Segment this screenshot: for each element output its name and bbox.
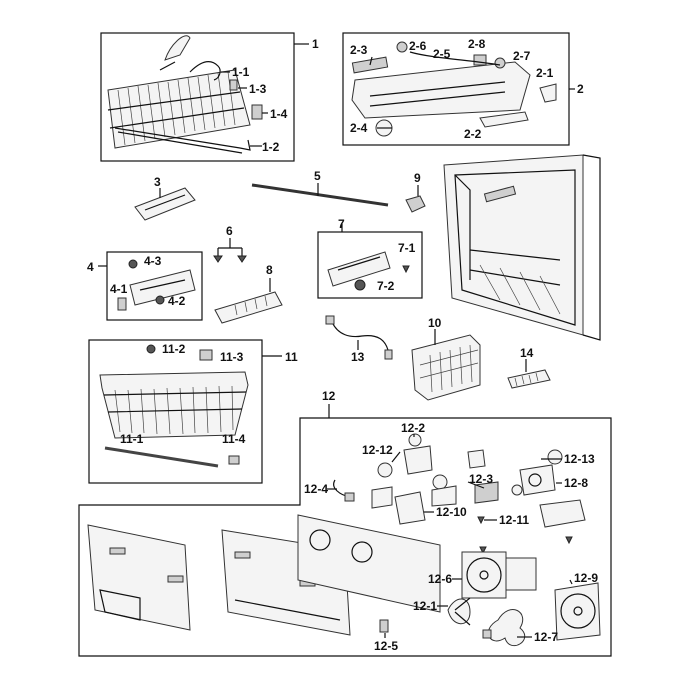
label-11-1: 11-1 bbox=[120, 432, 144, 446]
label-2-2: 2-2 bbox=[464, 127, 482, 141]
label-6: 6 bbox=[226, 224, 233, 238]
group-12-module: 12 bbox=[78, 389, 612, 657]
label-2-7: 2-7 bbox=[513, 49, 531, 63]
group-11-frame bbox=[88, 339, 263, 484]
label-12-10: 12-10 bbox=[436, 505, 467, 519]
label-12-9: 12-9 bbox=[574, 571, 598, 585]
label-7: 7 bbox=[338, 217, 345, 231]
group-4: 4 4-3 4-1 4-2 bbox=[87, 251, 203, 321]
label-9: 9 bbox=[414, 171, 421, 185]
label-3: 3 bbox=[154, 175, 161, 189]
label-5: 5 bbox=[314, 169, 321, 183]
group-4-frame bbox=[106, 251, 203, 321]
drawer-part bbox=[351, 61, 531, 119]
cap-part bbox=[396, 41, 408, 53]
part-6-screws: 6 bbox=[213, 224, 247, 263]
label-2-1: 2-1 bbox=[536, 66, 554, 80]
label-12-1: 12-1 bbox=[413, 599, 437, 613]
defrost-heater bbox=[114, 127, 251, 151]
label-12-7: 12-7 bbox=[534, 630, 558, 644]
group-11-basket: 11 11-2 11-3 11-1 11-4 bbox=[88, 339, 298, 484]
label-12-2: 12-2 bbox=[401, 421, 425, 435]
part-8-cover: 8 bbox=[214, 263, 283, 324]
label-8: 8 bbox=[266, 263, 273, 277]
fan-12-9 bbox=[554, 582, 601, 641]
label-2-8: 2-8 bbox=[468, 37, 486, 51]
slide-part bbox=[479, 111, 529, 128]
panel-back bbox=[297, 514, 441, 613]
label-1-3: 1-3 bbox=[249, 82, 267, 96]
fuse-part bbox=[251, 104, 263, 120]
label-7-2: 7-2 bbox=[377, 279, 395, 293]
group-1-frame bbox=[100, 32, 295, 162]
tube-part bbox=[164, 35, 191, 61]
clip-part bbox=[229, 79, 238, 91]
label-12-3: 12-3 bbox=[469, 472, 493, 486]
label-12-6: 12-6 bbox=[428, 572, 452, 586]
label-12-4: 12-4 bbox=[304, 482, 328, 496]
label-4: 4 bbox=[87, 260, 94, 274]
comp-12-13 bbox=[547, 449, 563, 465]
part-5-rod: 5 bbox=[251, 169, 389, 207]
bracket-part bbox=[539, 83, 557, 103]
label-2-5: 2-5 bbox=[433, 47, 451, 61]
evaporator-coil bbox=[107, 69, 251, 149]
comp-12-3-block bbox=[467, 449, 486, 469]
fan-blade-12-7 bbox=[487, 609, 526, 647]
label-2-6: 2-6 bbox=[409, 39, 427, 53]
refrigerator-cabinet bbox=[443, 154, 601, 341]
label-1-4: 1-4 bbox=[270, 107, 288, 121]
comp-12-12 bbox=[377, 462, 393, 478]
label-12: 12 bbox=[322, 389, 336, 403]
comp-12-2 bbox=[408, 433, 422, 447]
label-1-2: 1-2 bbox=[262, 140, 280, 154]
label-14: 14 bbox=[520, 346, 534, 360]
sensor-wire bbox=[189, 61, 221, 81]
label-1: 1 bbox=[312, 37, 319, 51]
label-12-5: 12-5 bbox=[374, 639, 398, 653]
part-3-bracket: 3 bbox=[134, 175, 196, 221]
comp-motor bbox=[403, 445, 433, 475]
part-9-clip: 9 bbox=[405, 171, 426, 213]
label-10: 10 bbox=[428, 316, 442, 330]
group-7: 7 7-1 7-2 bbox=[317, 217, 423, 299]
group-1-evaporator: 1 1-1 1-3 1-4 1-2 bbox=[100, 32, 319, 162]
part-10-fan-cover: 10 bbox=[411, 316, 481, 401]
label-4-1: 4-1 bbox=[110, 282, 128, 296]
fan-blade-12-1 bbox=[447, 598, 471, 625]
label-2-4: 2-4 bbox=[350, 121, 368, 135]
label-12-8: 12-8 bbox=[564, 476, 588, 490]
comp-12-5 bbox=[379, 619, 389, 633]
label-11: 11 bbox=[285, 350, 298, 364]
comp-12-8 bbox=[519, 464, 556, 496]
label-2-3: 2-3 bbox=[350, 43, 368, 57]
comp-12-10 bbox=[394, 491, 426, 525]
label-1-1: 1-1 bbox=[232, 65, 250, 79]
label-12-11: 12-11 bbox=[499, 513, 529, 527]
label-2: 2 bbox=[577, 82, 584, 96]
group-7-frame bbox=[317, 231, 423, 299]
label-12-13: 12-13 bbox=[564, 452, 595, 466]
clip-part-2 bbox=[473, 54, 487, 66]
label-12-12: 12-12 bbox=[362, 443, 393, 457]
part-13-harness: 13 bbox=[325, 315, 393, 364]
label-11-4: 11-4 bbox=[222, 432, 246, 446]
label-11-3: 11-3 bbox=[220, 350, 244, 364]
label-7-1: 7-1 bbox=[398, 241, 416, 255]
group-2-drawer: 2 2-1 2-2 2-3 2-4 2-5 2-6 2-7 2-8 bbox=[342, 32, 584, 146]
label-4-2: 4-2 bbox=[168, 294, 186, 308]
label-4-3: 4-3 bbox=[144, 254, 162, 268]
label-13: 13 bbox=[351, 350, 365, 364]
group-12-frame bbox=[78, 417, 612, 657]
part-14-cover: 14 bbox=[507, 346, 551, 389]
label-11-2: 11-2 bbox=[162, 342, 186, 356]
fan-12-6 bbox=[461, 551, 507, 599]
